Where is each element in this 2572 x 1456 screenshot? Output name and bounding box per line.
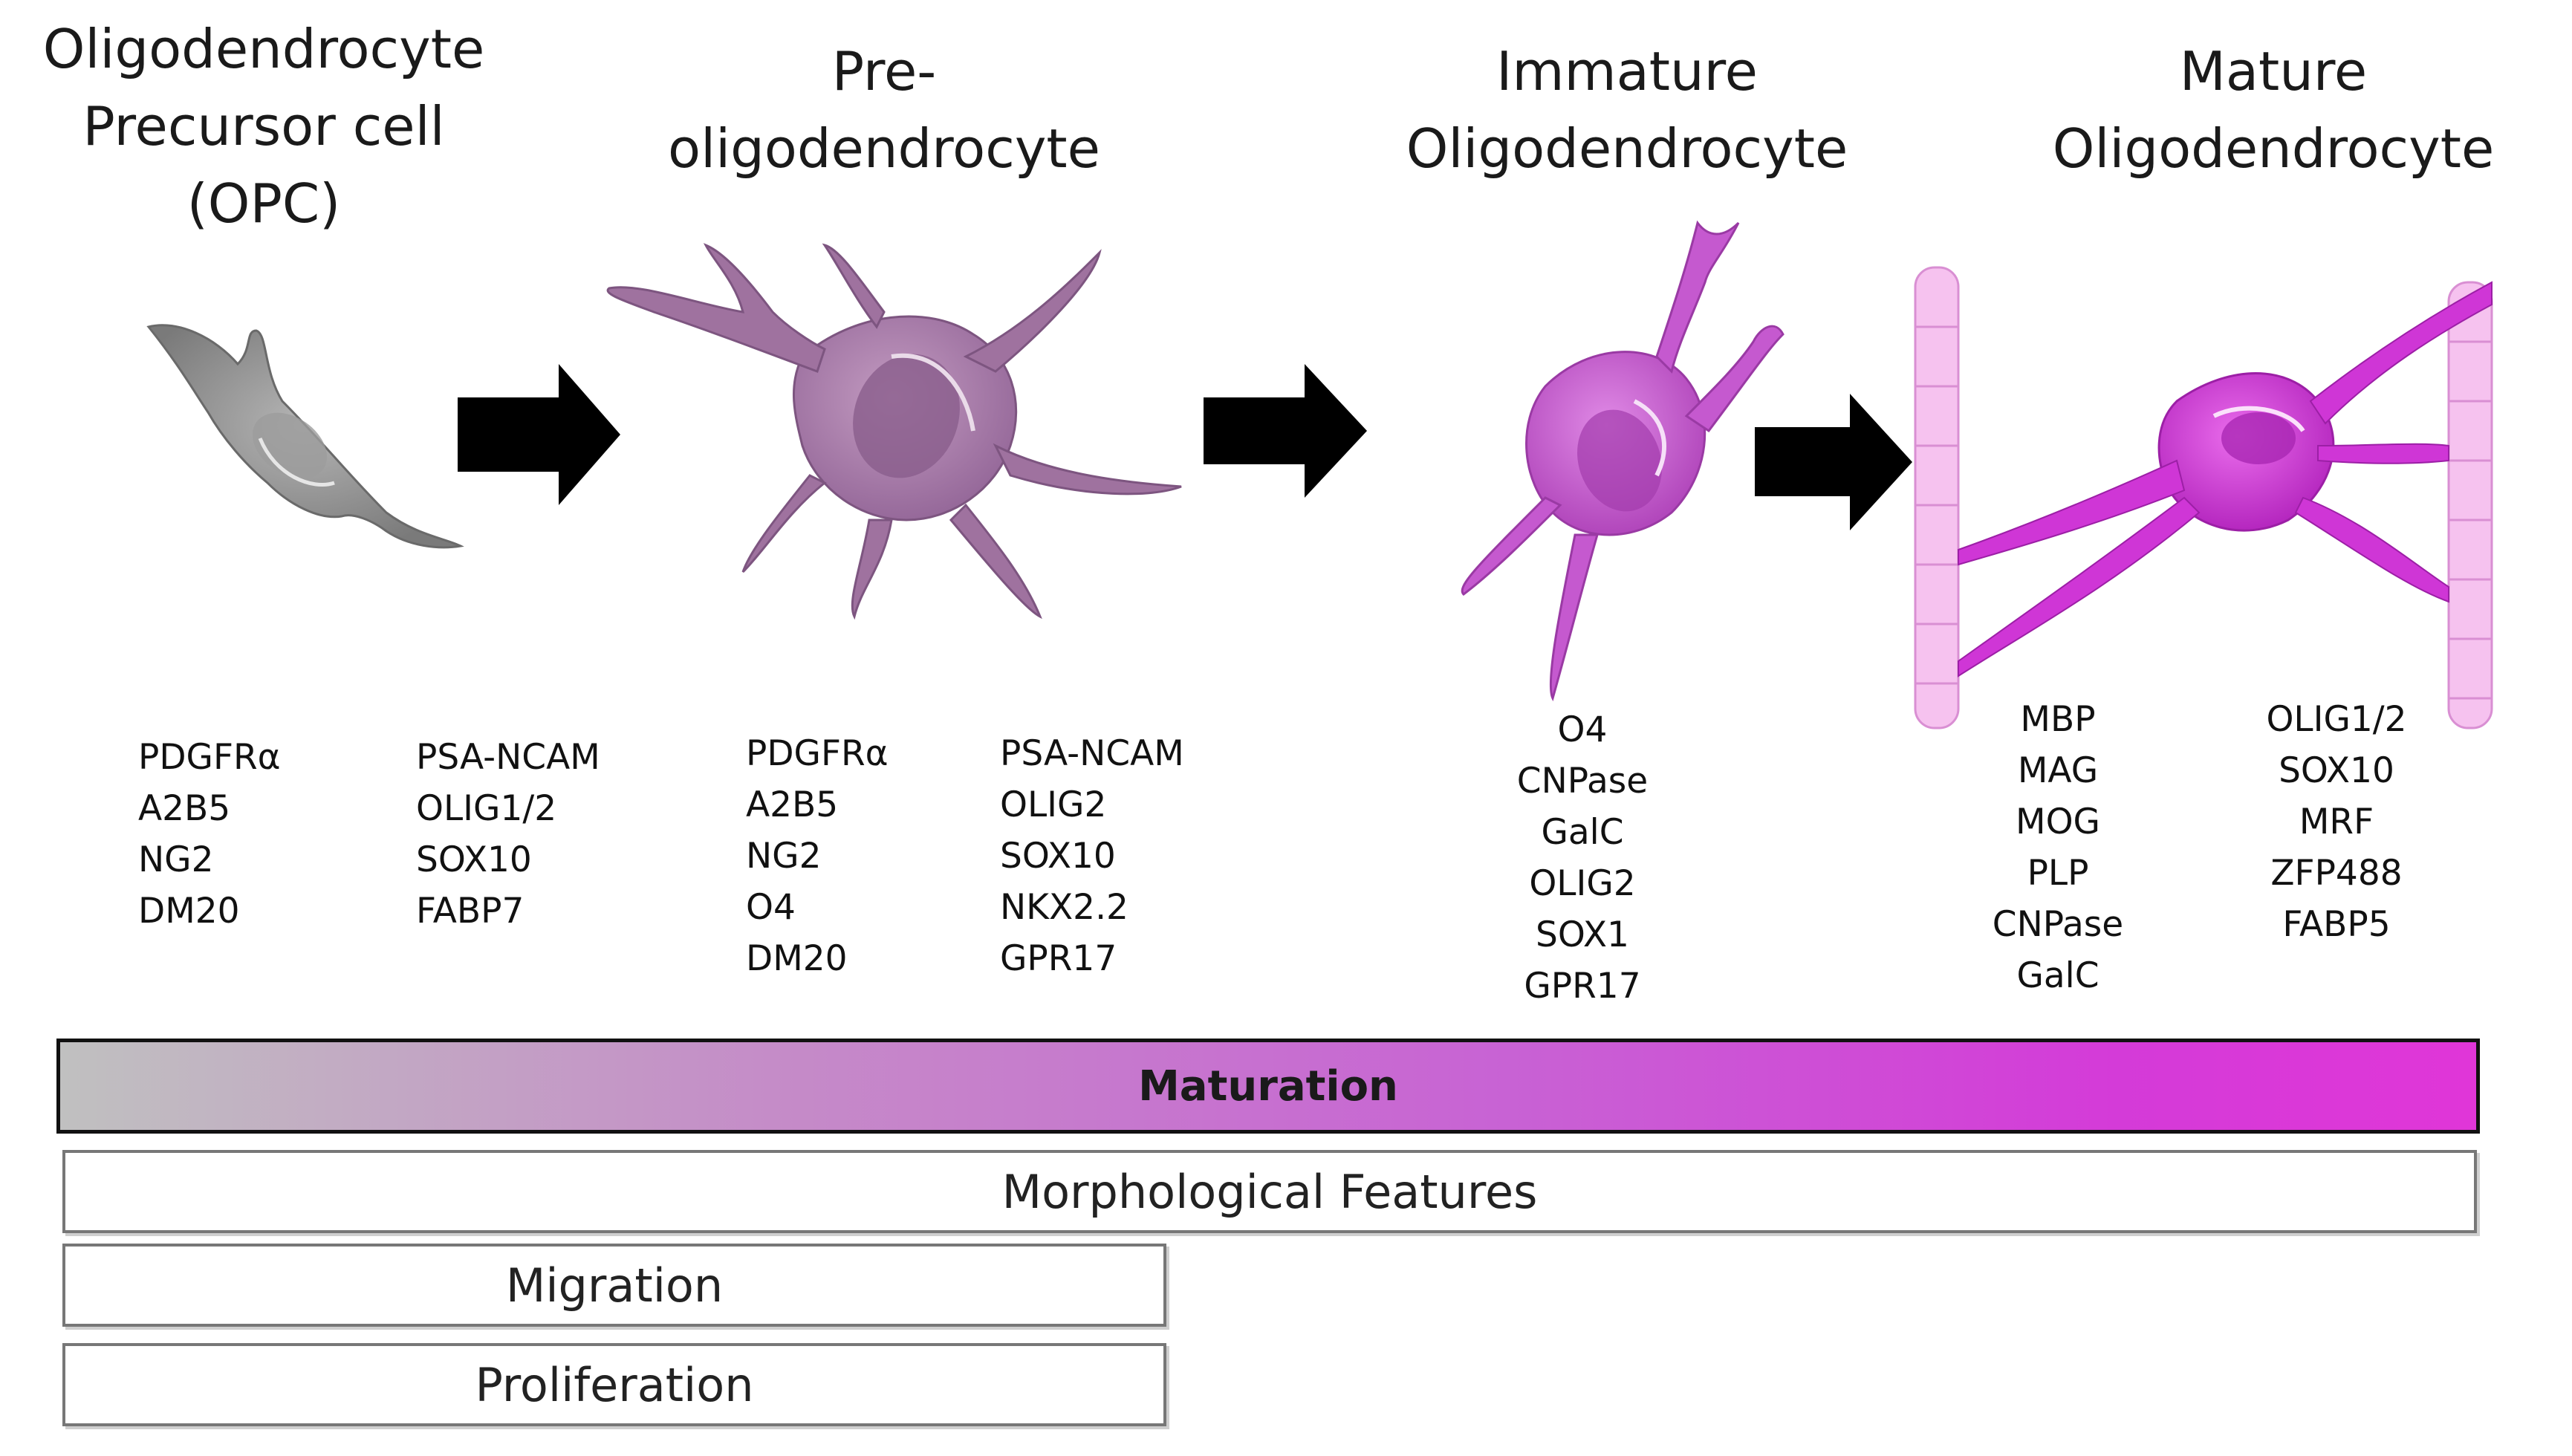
- pre-oligodendrocyte-markers-col2: PSA-NCAM OLIG2 SOX10 NKX2.2 GPR17: [1000, 728, 1184, 984]
- morphological-features-bar: Morphological Features: [62, 1150, 2477, 1233]
- marker: GalC: [1541, 812, 1624, 853]
- marker: SOX10: [1000, 836, 1116, 877]
- marker: DM20: [138, 891, 240, 932]
- marker: A2B5: [746, 784, 839, 825]
- marker: A2B5: [138, 788, 231, 829]
- pre-oligodendrocyte-markers-col1: PDGFRα A2B5 NG2 O4 DM20: [746, 728, 889, 984]
- illustration-canvas: [146, 220, 2493, 729]
- title-line: Immature: [1496, 40, 1758, 103]
- marker: SOX10: [416, 839, 532, 880]
- title-line: Precursor cell: [82, 95, 445, 157]
- marker: O4: [1557, 709, 1608, 750]
- marker: OLIG1/2: [2266, 699, 2407, 740]
- opc-markers-col2: PSA-NCAM OLIG1/2 SOX10 FABP7: [416, 732, 600, 937]
- marker: NG2: [746, 836, 822, 877]
- opc-cell-illustration: [146, 324, 464, 549]
- migration-label: Migration: [505, 1258, 724, 1313]
- myelin-sheath-right: [2447, 281, 2493, 729]
- marker: GPR17: [1000, 938, 1117, 979]
- title-line: (OPC): [186, 172, 341, 235]
- marker: MBP: [2020, 699, 2096, 740]
- marker: GalC: [2016, 955, 2100, 996]
- marker: OLIG2: [1529, 863, 1636, 904]
- pre-oligodendrocyte-cell-illustration: [606, 243, 1182, 620]
- marker: MOG: [2016, 802, 2100, 842]
- marker: PDGFRα: [746, 733, 889, 774]
- title-line: Oligodendrocyte: [2052, 117, 2495, 180]
- opc-title: Oligodendrocyte Precursor cell (OPC): [22, 10, 505, 242]
- marker: ZFP488: [2270, 853, 2403, 894]
- marker: MRF: [2299, 802, 2374, 842]
- marker: OLIG2: [1000, 784, 1107, 825]
- migration-bar: Migration: [62, 1244, 1166, 1327]
- maturation-label: Maturation: [1138, 1062, 1398, 1111]
- marker: NKX2.2: [1000, 887, 1129, 928]
- marker: PSA-NCAM: [416, 737, 600, 778]
- marker: MAG: [2017, 750, 2099, 791]
- marker: PSA-NCAM: [1000, 733, 1184, 774]
- arrow-right-1: [458, 364, 620, 505]
- proliferation-bar: Proliferation: [62, 1343, 1166, 1426]
- morphological-features-label: Morphological Features: [1001, 1164, 1538, 1219]
- marker: DM20: [746, 938, 848, 979]
- marker: SOX1: [1536, 914, 1629, 955]
- pre-oligodendrocyte-title: Pre- oligodendrocyte: [617, 33, 1152, 187]
- myelin-sheath-left: [1914, 266, 1960, 729]
- marker: O4: [746, 887, 796, 928]
- marker: GPR17: [1524, 966, 1641, 1007]
- marker: NG2: [138, 839, 214, 880]
- proliferation-label: Proliferation: [475, 1357, 754, 1412]
- mature-oligodendrocyte-cell-illustration: [1914, 266, 2493, 729]
- marker: PDGFRα: [138, 737, 281, 778]
- title-line: Oligodendrocyte: [1406, 117, 1848, 180]
- marker: CNPase: [1516, 761, 1649, 802]
- marker: FABP5: [2282, 904, 2391, 945]
- immature-oligodendrocyte-cell-illustration: [1461, 220, 1785, 702]
- title-line: oligodendrocyte: [668, 117, 1100, 180]
- arrow-right-2: [1204, 364, 1367, 498]
- immature-oligodendrocyte-title: Immature Oligodendrocyte: [1337, 33, 1917, 187]
- marker: OLIG1/2: [416, 788, 557, 829]
- arrow-right-3: [1755, 394, 1912, 530]
- marker: PLP: [2027, 853, 2089, 894]
- marker: SOX10: [2279, 750, 2394, 791]
- mature-oligodendrocyte-title: Mature Oligodendrocyte: [1984, 33, 2563, 187]
- maturation-gradient-bar: Maturation: [56, 1039, 2480, 1134]
- mature-oligodendrocyte-markers-col1: MBP MAG MOG PLP CNPase GalC: [1976, 694, 2140, 1001]
- opc-markers-col1: PDGFRα A2B5 NG2 DM20: [138, 732, 281, 937]
- title-line: Mature: [2179, 40, 2368, 103]
- marker: CNPase: [1992, 904, 2124, 945]
- title-line: Pre-: [831, 40, 937, 103]
- mature-oligodendrocyte-markers-col2: OLIG1/2 SOX10 MRF ZFP488 FABP5: [2244, 694, 2429, 950]
- marker: FABP7: [416, 891, 525, 932]
- immature-oligodendrocyte-markers: O4 CNPase GalC OLIG2 SOX1 GPR17: [1501, 704, 1664, 1012]
- title-line: Oligodendrocyte: [42, 18, 485, 80]
